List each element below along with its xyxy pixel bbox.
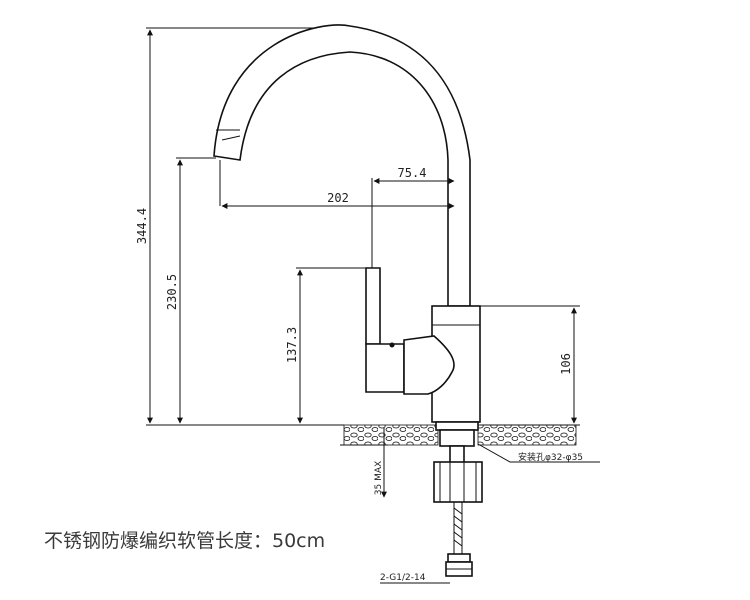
- dim-handle-offset: 75.4: [398, 166, 427, 180]
- dim-body-height: 106: [559, 353, 573, 375]
- dimension-lines: [147, 29, 600, 584]
- dim-spout-height: 230.5: [165, 274, 179, 310]
- dim-handle-height: 137.3: [285, 327, 299, 363]
- hose-length-note: 不锈钢防爆编织软管长度：50cm: [44, 530, 326, 552]
- dim-max-thickness: 35 MAX: [374, 461, 384, 495]
- faucet-body: [213, 24, 483, 577]
- extension-lines: [146, 27, 580, 446]
- dim-spout-reach: 202: [327, 191, 349, 205]
- mounting-hole-label: 安装孔φ32-φ35: [518, 451, 583, 463]
- dim-total-height: 344.4: [135, 208, 149, 244]
- countertop: [146, 424, 577, 446]
- thread-label: 2-G1/2-14: [380, 573, 426, 583]
